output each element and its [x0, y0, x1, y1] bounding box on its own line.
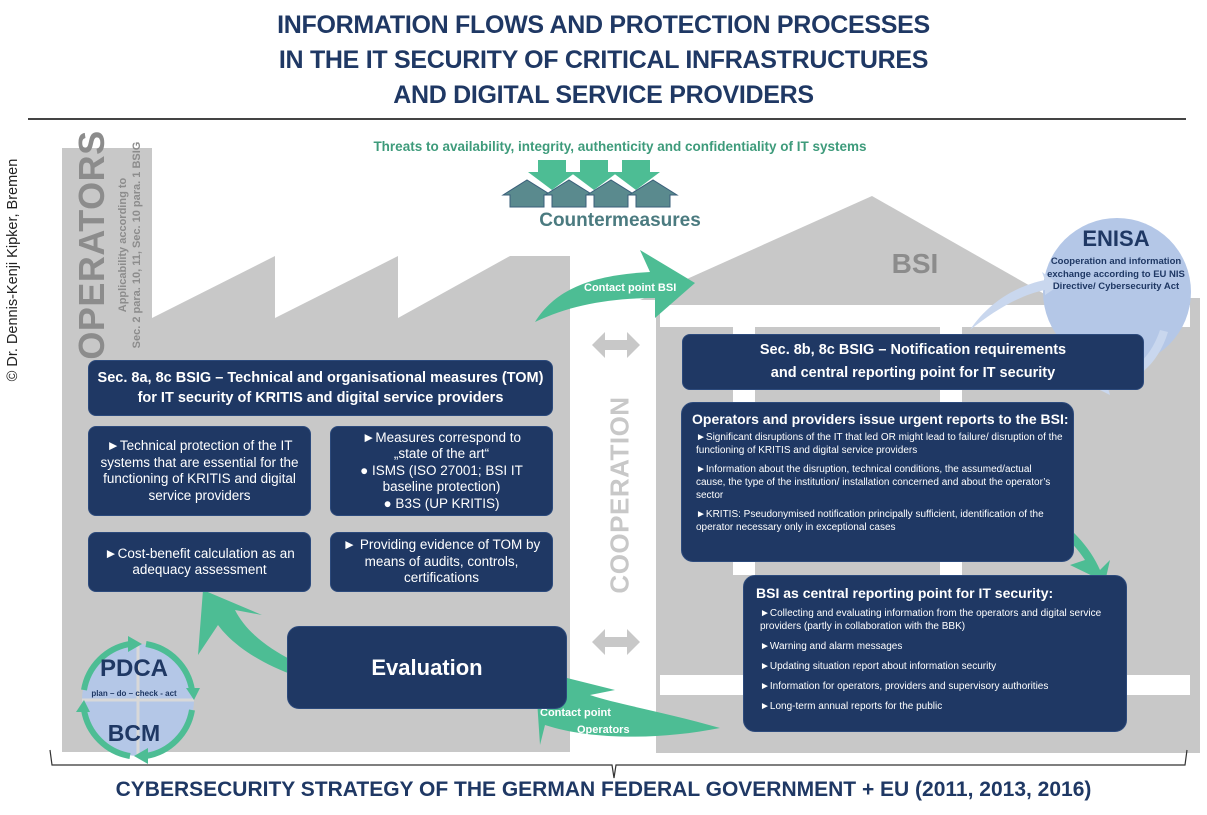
notification-header-box: Sec. 8b, 8c BSIG – Notification requirem… [682, 334, 1144, 390]
list-item: ►Updating situation report about informa… [760, 661, 997, 672]
evaluation-box: Evaluation [287, 626, 567, 709]
pdca-subtitle: plan – do – check - act [91, 689, 177, 698]
tom-box-cost-benefit: ►Cost-benefit calculation as an adequacy… [88, 532, 311, 592]
enisa-inbound-arrow [970, 272, 1060, 330]
list-item: ►Significant disruptions of the IT that … [696, 432, 1063, 456]
pdca-label: PDCA [99, 655, 168, 682]
enisa-title: ENISA [1082, 226, 1150, 251]
operators-subtitle: Applicability according to Sec. 2 para. … [108, 142, 152, 349]
threats-text: Threats to availability, integrity, auth… [373, 139, 867, 154]
enisa-circle [1043, 218, 1191, 366]
bsi-roof-shape [640, 196, 1055, 300]
cooperation-arrow-top [592, 332, 640, 358]
bottom-brace [49, 749, 1188, 779]
list-item: ►Information for operators, providers an… [760, 681, 1049, 692]
tom-box-line: ● ISMS (ISO 27001; BSI IT baseline prote… [360, 462, 523, 495]
tom-box-text: ► Providing evidence of TOM by means of … [342, 537, 541, 586]
contact-point-operators-label-2: Operators [577, 724, 630, 736]
cooperation-label: COOPERATION [598, 385, 642, 605]
title-divider [28, 118, 1186, 120]
footer-strategy: CYBERSECURITY STRATEGY OF THE GERMAN FED… [115, 778, 1092, 801]
list-item: ►Warning and alarm messages [760, 641, 903, 652]
notification-line-2: and central reporting point for IT secur… [770, 365, 1056, 381]
urgent-to-central-arrow [985, 488, 1110, 582]
evaluation-text: Evaluation [371, 654, 483, 680]
operators-factory-shape [62, 148, 570, 752]
enisa-description: Cooperation and information exchange acc… [1047, 256, 1185, 292]
cooperation-arrow-bottom [592, 629, 640, 655]
pdca-cycle-arrows [81, 641, 195, 759]
title-line-2: IN THE IT SECURITY OF CRITICAL INFRASTRU… [278, 46, 929, 74]
pdca-arrowheads [76, 636, 200, 764]
tom-box-technical-protection: ►Technical protection of the IT systems … [88, 426, 311, 516]
notification-line-1: Sec. 8b, 8c BSIG – Notification requirem… [759, 342, 1067, 358]
countermeasure-houses [501, 179, 679, 208]
title-line-1: INFORMATION FLOWS AND PROTECTION PROCESS… [277, 11, 930, 39]
central-reporting-box: BSI as central reporting point for IT se… [743, 575, 1127, 732]
contact-operators-arrow [535, 670, 720, 745]
tom-box-line: „state of the art“ [393, 446, 490, 462]
list-item: ►Information about the disruption, techn… [696, 464, 1051, 501]
threat-arrows [528, 160, 660, 190]
operators-subtitle-line-1: Applicability according to [117, 177, 129, 313]
copyright-label: © Dr. Dennis-Kenji Kipker, Bremen [2, 145, 24, 395]
enisa-node: ENISA Cooperation and information exchan… [1040, 218, 1192, 368]
copyright-text: © Dr. Dennis-Kenji Kipker, Bremen [5, 158, 21, 382]
title-line-3: AND DIGITAL SERVICE PROVIDERS [393, 81, 814, 109]
list-item: ►KRITIS: Pseudonymised notification prin… [696, 509, 1044, 533]
contact-bsi-arrow [535, 250, 695, 322]
bcm-label: BCM [107, 720, 161, 746]
urgent-reports-box: Operators and providers issue urgent rep… [681, 402, 1074, 562]
operators-title-text: OPERATORS [71, 130, 112, 360]
list-item: ►Collecting and evaluating information f… [760, 608, 1102, 632]
tom-box-text: ►Cost-benefit calculation as an adequacy… [104, 545, 295, 578]
tom-box-state-of-art: ►Measures correspond to „state of the ar… [330, 426, 553, 516]
operators-subtitle-line-2: Sec. 2 para. 10, 11, Sec. 10 para. 1 BSI… [131, 141, 143, 349]
page-title: INFORMATION FLOWS AND PROTECTION PROCESS… [0, 8, 1207, 113]
tom-box-line: ● B3S (UP KRITIS) [383, 495, 500, 511]
bsi-label: BSI [891, 248, 939, 279]
countermeasures-label: Countermeasures [539, 210, 701, 231]
tom-box-line: ►Measures correspond to [362, 429, 521, 445]
tom-header-text: Sec. 8a, 8c BSIG – Technical and organis… [97, 370, 544, 406]
evaluation-to-tom-arrow [198, 590, 345, 688]
tom-box-evidence: ► Providing evidence of TOM by means of … [330, 532, 553, 592]
list-item: ►Long-term annual reports for the public [760, 701, 943, 712]
contact-point-bsi-label: Contact point BSI [584, 282, 677, 294]
central-reporting-title: BSI as central reporting point for IT se… [756, 585, 1054, 601]
tom-box-text: ►Technical protection of the IT systems … [100, 438, 299, 503]
urgent-reports-title: Operators and providers issue urgent rep… [692, 411, 1069, 427]
contact-point-operators-label-1: Contact point [540, 707, 611, 719]
cooperation-strip [570, 300, 656, 755]
tom-header-box: Sec. 8a, 8c BSIG – Technical and organis… [88, 360, 553, 416]
cooperation-text: COOPERATION [604, 396, 635, 594]
